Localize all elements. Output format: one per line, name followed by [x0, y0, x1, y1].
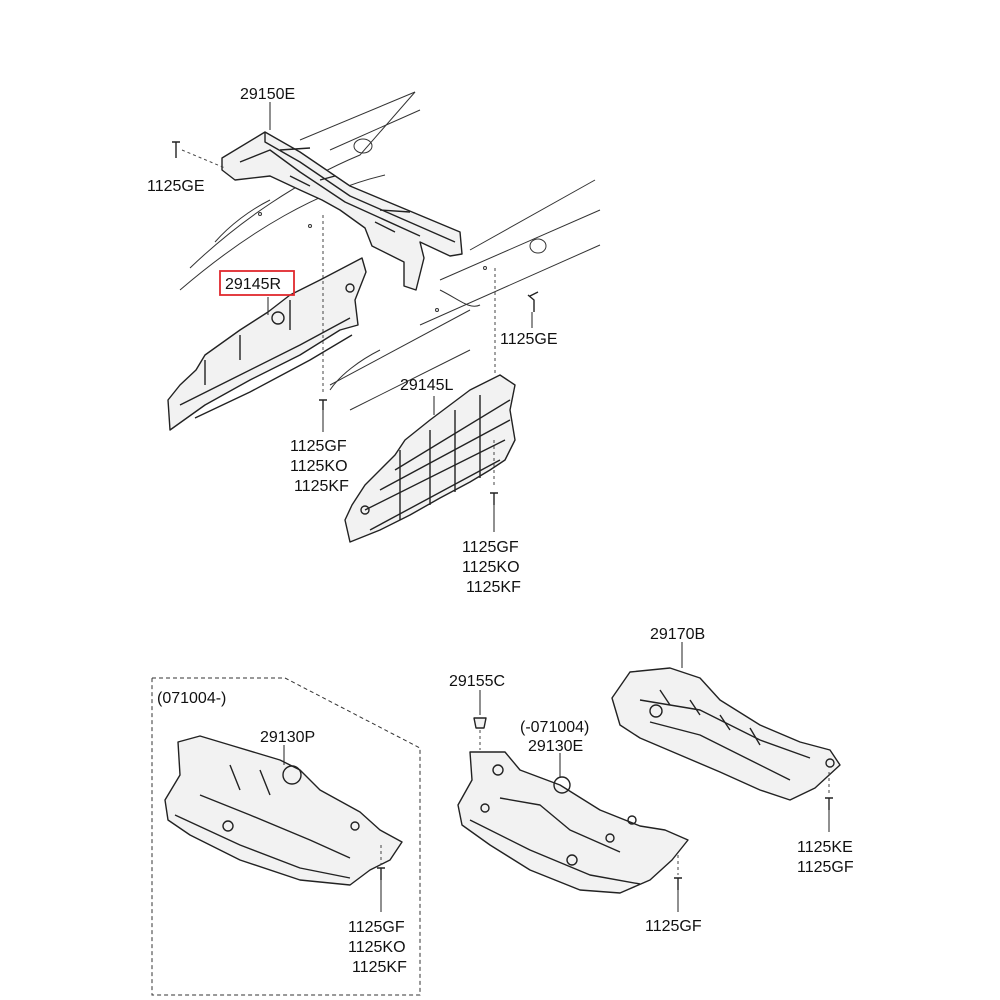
bolt-1125ge-left — [172, 141, 226, 169]
cover-29130p — [164, 735, 403, 886]
label-boxed-fastener-3: 1125KF — [352, 959, 407, 976]
label-29145l: 29145L — [400, 377, 453, 394]
label-range-mid: (-071004) — [520, 719, 589, 736]
label-boxed-fastener-2: 1125KO — [348, 939, 406, 956]
label-29145r: 29145R — [225, 276, 281, 293]
label-mid-bolt: 1125GF — [645, 918, 702, 935]
label-center-fastener-1: 1125GF — [290, 438, 347, 455]
label-right-fastener-1: 1125KE — [797, 839, 853, 856]
label-lower-mid-fastener-1: 1125GF — [462, 539, 519, 556]
panel-29145r — [167, 257, 367, 431]
label-1125ge-left: 1125GE — [147, 178, 205, 195]
label-29150e: 29150E — [240, 86, 295, 103]
bracket-29150e — [221, 131, 463, 291]
label-boxed-fastener-1: 1125GF — [348, 919, 405, 936]
label-range-boxed: (071004-) — [157, 690, 226, 707]
cover-29130e — [457, 751, 689, 894]
bolt-center-fastener — [319, 215, 327, 410]
label-lower-mid-fastener-3: 1125KF — [466, 579, 521, 596]
highlight-29145r — [219, 270, 295, 296]
label-29130e: 29130E — [528, 738, 583, 755]
label-29130p: 29130P — [260, 729, 315, 746]
label-29155c: 29155C — [449, 673, 505, 690]
label-right-fastener-2: 1125GF — [797, 859, 854, 876]
label-29170b: 29170B — [650, 626, 705, 643]
cover-29170b — [611, 667, 841, 810]
label-lower-mid-fastener-2: 1125KO — [462, 559, 520, 576]
label-center-fastener-2: 1125KO — [290, 458, 348, 475]
clip-29155c — [473, 717, 487, 750]
label-1125ge-center: 1125GE — [500, 331, 558, 348]
boxed-variant-frame — [151, 677, 421, 996]
bolt-1125ge-center — [494, 268, 539, 375]
bolt-lower-mid-fastener — [490, 440, 498, 505]
panel-29145l — [344, 374, 516, 543]
label-center-fastener-3: 1125KF — [294, 478, 349, 495]
